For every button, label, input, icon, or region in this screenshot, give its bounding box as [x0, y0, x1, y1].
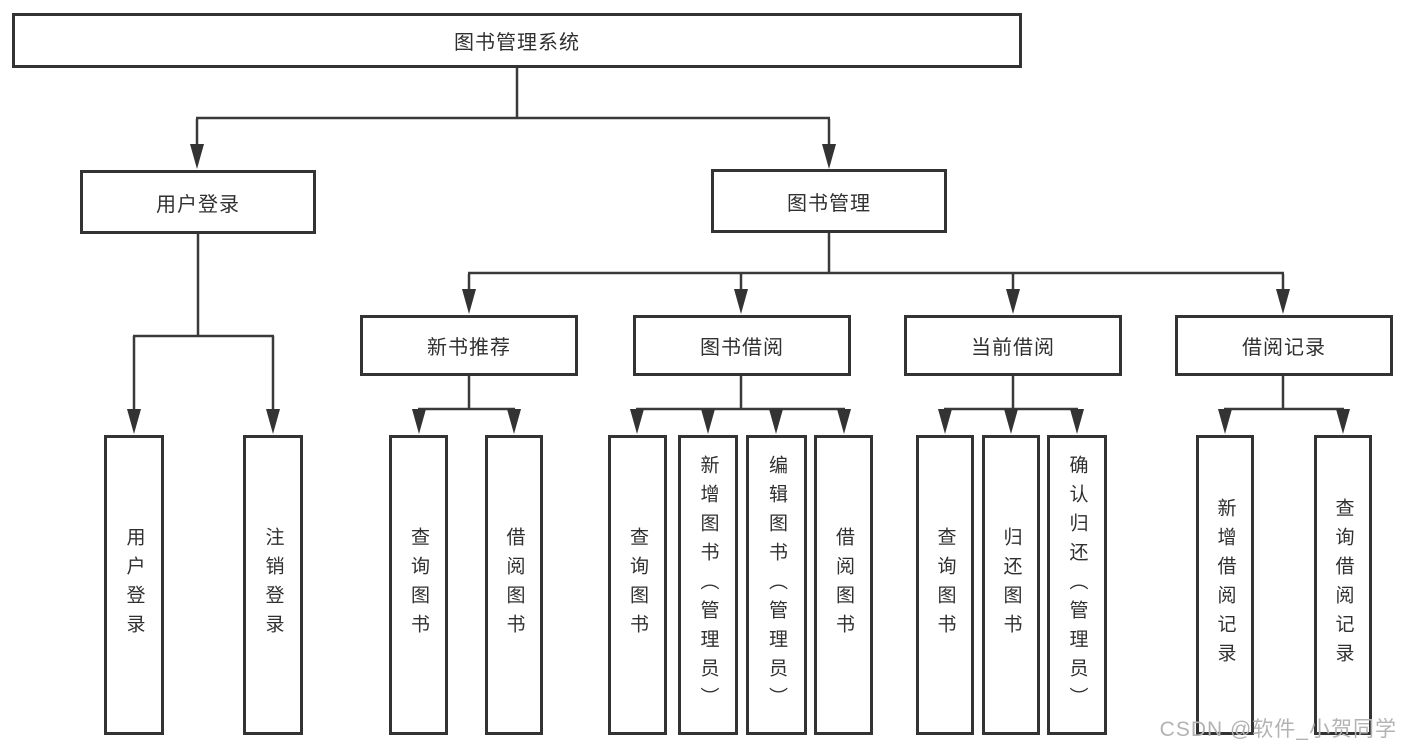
node-root-system-label: 图书管理系统 — [454, 32, 580, 54]
leaf-return-books-label: 归还图书 — [1000, 527, 1022, 643]
leaf-query-books-current-label: 查询图书 — [934, 527, 956, 643]
leaf-borrow-books-recommend: 借阅图书 — [485, 435, 543, 735]
node-current-borrow: 当前借阅 — [904, 315, 1122, 376]
leaf-edit-book-admin-label: 编辑图书（管理员） — [766, 454, 787, 716]
leaf-borrow-books-recommend-label: 借阅图书 — [503, 527, 525, 643]
csdn-watermark: CSDN @软件_小贺同学 — [1159, 718, 1397, 741]
leaf-query-books-borrow-label: 查询图书 — [627, 527, 648, 643]
connector-arrowheads — [127, 144, 1350, 434]
node-root-system: 图书管理系统 — [12, 13, 1022, 68]
leaf-confirm-return-admin-label: 确认归还（管理员） — [1066, 454, 1088, 716]
leaf-confirm-return-admin: 确认归还（管理员） — [1047, 435, 1107, 735]
leaf-user-login: 用户登录 — [104, 435, 164, 735]
leaf-user-login-label: 用户登录 — [123, 527, 145, 643]
node-book-borrow: 图书借阅 — [633, 315, 851, 376]
leaf-add-book-admin-label: 新增图书（管理员） — [697, 454, 719, 716]
node-book-borrow-label: 图书借阅 — [700, 337, 784, 359]
node-borrow-records-label: 借阅记录 — [1242, 337, 1326, 359]
leaf-query-books-current: 查询图书 — [916, 435, 974, 735]
leaf-query-borrow-record-label: 查询借阅记录 — [1332, 498, 1354, 672]
node-book-management: 图书管理 — [711, 169, 947, 233]
leaf-edit-book-admin: 编辑图书（管理员） — [746, 435, 807, 735]
node-new-book-recommend-label: 新书推荐 — [427, 337, 511, 359]
leaf-add-book-admin: 新增图书（管理员） — [678, 435, 738, 735]
leaf-logout-label: 注销登录 — [262, 527, 284, 643]
leaf-query-books-borrow: 查询图书 — [608, 435, 667, 735]
node-book-management-label: 图书管理 — [787, 192, 871, 215]
node-user-login: 用户登录 — [80, 170, 316, 234]
node-user-login-label: 用户登录 — [156, 193, 240, 216]
leaf-borrow-books-label: 借阅图书 — [833, 527, 854, 643]
leaf-return-books: 归还图书 — [982, 435, 1040, 735]
leaf-query-borrow-record: 查询借阅记录 — [1314, 435, 1372, 735]
leaf-add-borrow-record-label: 新增借阅记录 — [1214, 498, 1236, 672]
node-borrow-records: 借阅记录 — [1175, 315, 1393, 376]
leaf-query-books-recommend: 查询图书 — [389, 435, 448, 735]
node-new-book-recommend: 新书推荐 — [360, 315, 578, 376]
leaf-add-borrow-record: 新增借阅记录 — [1196, 435, 1254, 735]
leaf-logout: 注销登录 — [243, 435, 303, 735]
node-current-borrow-label: 当前借阅 — [971, 337, 1055, 359]
leaf-borrow-books: 借阅图书 — [814, 435, 873, 735]
leaf-query-books-recommend-label: 查询图书 — [408, 527, 429, 643]
